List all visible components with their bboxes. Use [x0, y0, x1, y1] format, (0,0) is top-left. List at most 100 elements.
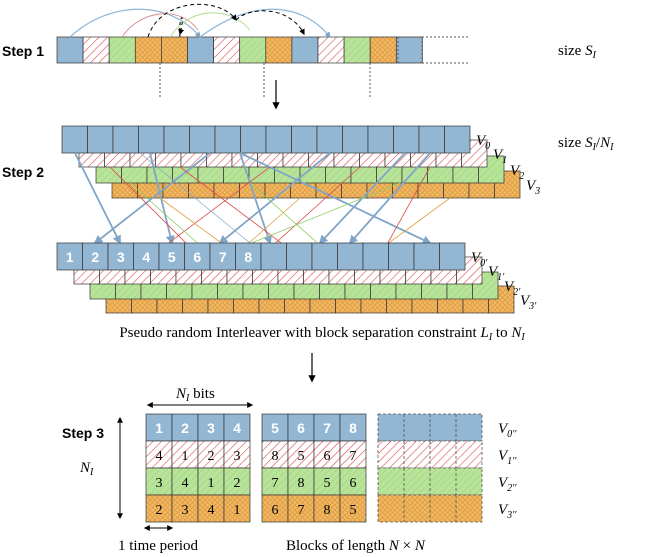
step2-top-cell: [444, 125, 471, 154]
step2-top-cell: [214, 125, 241, 154]
step3-cell-value: 5: [350, 503, 357, 518]
step3-cell-value: 7: [323, 420, 331, 436]
bits-label: NI bits: [175, 386, 215, 404]
step2-cell-number: 3: [117, 249, 125, 265]
step3-cell: [145, 440, 173, 469]
step1-cell: [395, 36, 423, 64]
step2-bottom-cell: [184, 242, 211, 271]
step2-cell-number: 4: [142, 249, 150, 265]
step1-cell: [291, 36, 319, 64]
step3-cell: [197, 440, 225, 469]
step3-row-label: V0'': [498, 421, 517, 440]
step3-cell-value: 1: [234, 503, 241, 518]
step2-bottom-row-label: V3': [520, 293, 537, 312]
step1-arcs: [69, 3, 331, 38]
step2-bottom-cell: [413, 242, 440, 271]
step2-bottom-cell: [388, 242, 415, 271]
step1-cell: [187, 36, 214, 64]
permutation-line: [109, 166, 201, 258]
step3-cell-value: 1: [208, 476, 215, 491]
step2-bottom-cell: [260, 242, 287, 271]
step1-cell: [134, 36, 162, 64]
step1-cell: [161, 36, 188, 64]
step3-cell-value: 6: [350, 476, 357, 491]
step3-row-label: V1'': [498, 448, 517, 467]
step1-cell: [317, 36, 345, 64]
step2-top-cell: [393, 125, 420, 154]
step2-label: Step 2: [2, 164, 44, 180]
step1-label: Step 1: [2, 43, 44, 59]
step3-cell-value: 2: [181, 420, 189, 436]
step3-cell-value: 2: [234, 476, 241, 491]
blocks-length-label: Blocks of length N × N: [286, 538, 426, 554]
step3-cell: [223, 467, 251, 496]
permutation-line: [139, 152, 251, 244]
step2-bottom-cell: [107, 242, 134, 271]
step1-dotted-extension: [159, 36, 470, 98]
step3-cell-value: 1: [155, 420, 163, 436]
step3-cell-value: 8: [349, 420, 357, 436]
step3-cell-value: 6: [324, 449, 331, 464]
step3-cell: [313, 494, 341, 523]
step2-top-cell: [316, 125, 343, 154]
step2-bottom-cell: [311, 242, 338, 271]
permutation-line: [259, 166, 361, 258]
step3-cell: [313, 440, 341, 469]
step2-cell-number: 8: [244, 249, 252, 265]
step2-bottom-cell: [82, 242, 109, 271]
step1-cell: [369, 36, 397, 64]
step3-cell-value: 8: [324, 503, 331, 518]
permutation-line: [93, 152, 211, 245]
permutation-line: [348, 152, 431, 245]
step2-bottom-cell: [362, 242, 389, 271]
step1-cell: [213, 36, 241, 64]
step3-cell-value: 3: [234, 449, 241, 464]
step2-permutation-lines: [74, 152, 451, 287]
step3-cell: [339, 494, 367, 523]
permutation-line: [179, 166, 301, 258]
step2-top-cell: [265, 125, 292, 154]
step3-row-label: V2'': [498, 475, 517, 494]
step3-cell: [171, 413, 199, 442]
step3-cell: [223, 440, 251, 469]
step3-cell-value: 3: [207, 420, 215, 436]
step3-cell-value: 5: [298, 449, 305, 464]
permutation-line: [149, 152, 175, 245]
step3-cell: [145, 494, 173, 523]
step2-top-cell: [87, 125, 114, 154]
step3-cell-value: 4: [233, 420, 241, 436]
step2-top-cell: [367, 125, 394, 154]
step3-cell: [197, 413, 225, 442]
step2-bottom-cell: [56, 242, 83, 271]
step3-cell: [339, 440, 367, 469]
step3-cell: [313, 413, 341, 442]
step3-cell-value: 7: [350, 449, 357, 464]
step2-cell-number: 7: [219, 249, 227, 265]
step3-cell-value: 4: [182, 476, 189, 491]
step3-cell: [287, 413, 315, 442]
step3-cell-value: 4: [208, 503, 215, 518]
step2-top-cell: [189, 125, 216, 154]
step3-cell-value: 3: [182, 503, 189, 518]
step3-cell: [287, 467, 315, 496]
step3-cell-value: 5: [271, 420, 279, 436]
step3-cell-value: 2: [208, 449, 215, 464]
step2-cell-number: 2: [91, 249, 99, 265]
step3-row-label: V3'': [498, 502, 517, 521]
permutation-line: [239, 152, 432, 244]
step3-cell: [171, 494, 199, 523]
interleaver-caption: Pseudo random Interleaver with block sep…: [119, 325, 525, 343]
step1-cell: [239, 36, 267, 64]
permutation-line: [218, 152, 331, 245]
step2-top-cell: [163, 125, 190, 154]
step3-cell-value: 6: [272, 503, 279, 518]
step1-cell: [56, 36, 84, 64]
permutation-line: [74, 152, 121, 245]
step2-top-cell: [342, 125, 369, 154]
step3-cell: [223, 494, 251, 523]
step3-cell: [261, 413, 289, 442]
step2-top-cell: [138, 125, 165, 154]
